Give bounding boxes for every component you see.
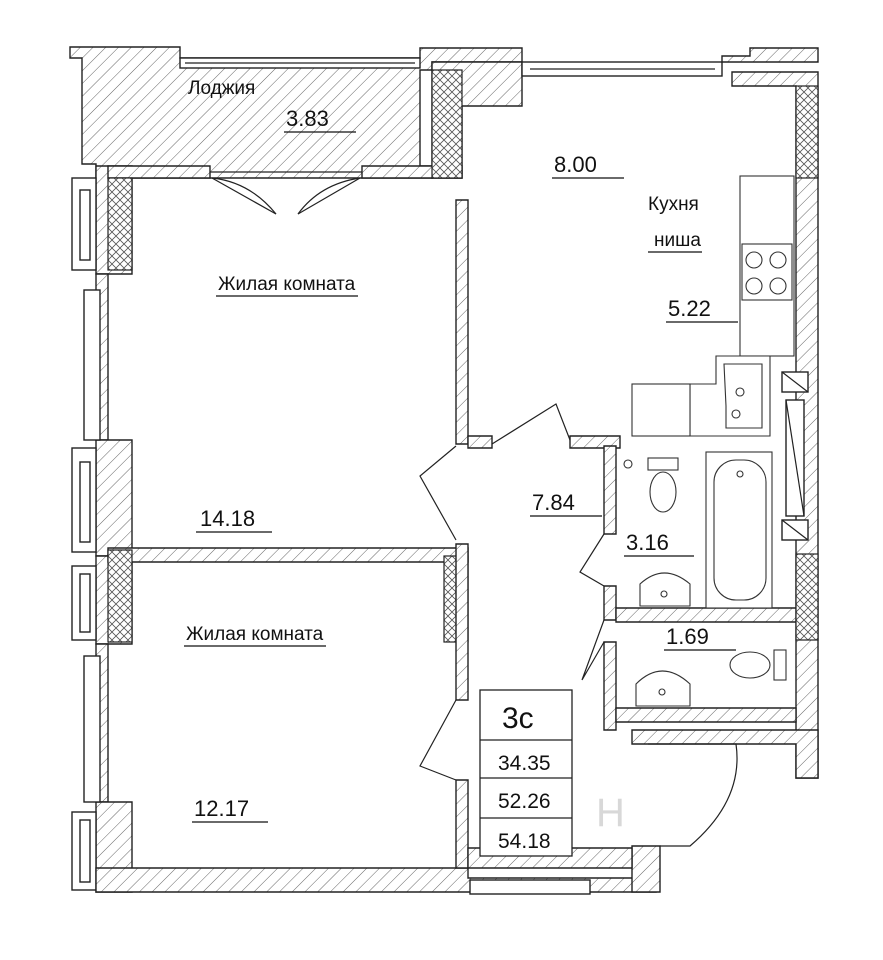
interior-walls: [107, 69, 819, 869]
loggia-name: Лоджия: [188, 78, 255, 99]
kitchen-niche-name-1: Кухня: [648, 194, 699, 215]
kitchen-niche-name-2: ниша: [654, 230, 701, 251]
living-area: 34.35: [498, 752, 551, 775]
total-with-loggia: 54.18: [498, 830, 551, 853]
wc-area: 1.69: [666, 624, 709, 649]
fixtures: [623, 175, 795, 707]
bathroom-area: 3.16: [626, 530, 669, 555]
room-labels: Лоджия 3.83 8.00 Кухня ниша 5.22 Жилая к…: [184, 78, 738, 823]
kitchen-area: 8.00: [554, 152, 597, 177]
hall-area: 7.84: [532, 490, 575, 515]
loggia-area: 3.83: [286, 106, 329, 131]
summary-box: 3с 34.35 52.26 54.18: [479, 689, 573, 857]
apartment-type: 3с: [502, 702, 534, 735]
kitchen-niche-area: 5.22: [668, 296, 711, 321]
watermark: Н: [596, 791, 625, 835]
living-room-1-name: Жилая комната: [218, 274, 356, 295]
living-room-1-area: 14.18: [200, 506, 255, 531]
living-room-2-name: Жилая комната: [186, 624, 324, 645]
living-room-2-area: 12.17: [194, 796, 249, 821]
total-area: 52.26: [498, 790, 551, 813]
doors: [210, 171, 738, 847]
